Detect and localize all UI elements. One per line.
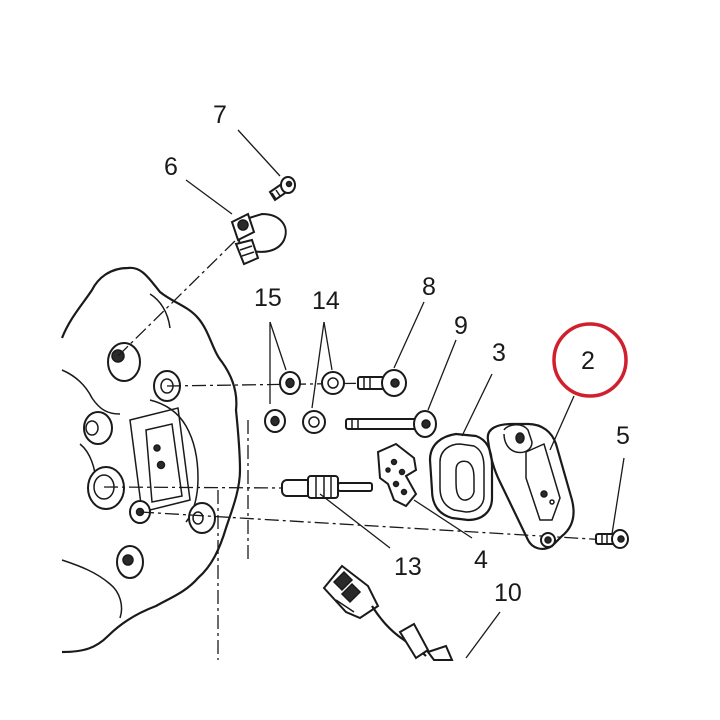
label-part-15: 15 [254, 284, 282, 312]
part-6-sensor [230, 212, 287, 266]
label-part-7: 7 [213, 101, 227, 129]
label-part-8: 8 [422, 273, 436, 301]
leader-lines [185, 129, 625, 659]
part-13-pin [281, 475, 373, 499]
label-part-2: 2 [581, 347, 595, 375]
part-2-cover [486, 422, 575, 550]
assembly-centerlines [103, 237, 609, 660]
part-8-bolt [357, 369, 407, 397]
label-part-4: 4 [474, 546, 488, 574]
housing-casting [60, 266, 242, 654]
part-5-screw [595, 529, 629, 549]
highlight-circle-part-2 [552, 322, 628, 398]
part-15-14-washers [264, 371, 345, 434]
part-10-connector [322, 564, 454, 661]
label-part-13: 13 [394, 553, 422, 581]
label-part-10: 10 [494, 579, 522, 607]
label-part-14: 14 [312, 287, 340, 315]
part-3-gasket [428, 432, 494, 522]
part-7-screw [268, 176, 296, 202]
part-9-bolt [345, 410, 437, 438]
part-number-labels: 7 6 15 14 8 9 3 2 5 13 4 10 [164, 101, 630, 607]
label-part-6: 6 [164, 153, 178, 181]
label-part-9: 9 [454, 312, 468, 340]
label-part-3: 3 [492, 339, 506, 367]
label-part-5: 5 [616, 422, 630, 450]
part-4-bracket [376, 442, 418, 508]
